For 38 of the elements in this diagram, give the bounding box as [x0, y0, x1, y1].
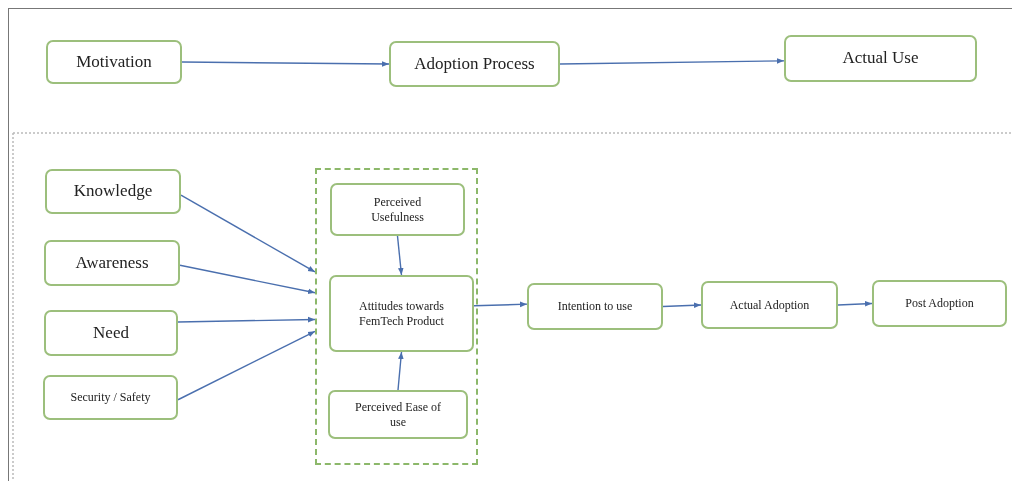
arrow [180, 194, 316, 273]
dashed-group-box [315, 168, 478, 465]
box-label: Perceived Ease of use [354, 400, 442, 429]
arrow [179, 264, 316, 295]
box-label: Perceived Usefulness [370, 195, 425, 224]
box-label: Need [93, 322, 129, 344]
process-box [701, 281, 838, 329]
box-label: Adoption Process [414, 53, 535, 75]
box-label: Intention to use [557, 299, 633, 314]
box-label: Actual Use [842, 48, 919, 69]
box-label: Security / Safety [70, 390, 151, 405]
process-box [44, 240, 180, 286]
process-box [46, 40, 182, 84]
box-label: Knowledge [73, 181, 153, 202]
process-box [45, 169, 181, 214]
process-box [330, 183, 465, 236]
process-box [784, 35, 977, 82]
box-label: Post Adoption [905, 296, 974, 311]
arrow [177, 330, 316, 401]
arrow [473, 301, 528, 308]
process-box [527, 283, 663, 330]
process-box [872, 280, 1007, 327]
arrow [177, 316, 316, 323]
arrow [396, 235, 404, 276]
process-box [329, 275, 474, 352]
process-box [328, 390, 468, 439]
arrow [397, 351, 404, 391]
box-label: Motivation [76, 51, 152, 73]
box-label: Awareness [75, 252, 149, 274]
process-box [44, 310, 178, 356]
arrow [662, 302, 702, 309]
arrow [181, 61, 390, 67]
process-box [389, 41, 560, 87]
box-label: Actual Adoption [729, 297, 810, 313]
arrow [837, 301, 873, 307]
box-label: Attitudes towards FemTech Product [358, 299, 445, 328]
arrow [559, 58, 785, 65]
process-box [43, 375, 178, 420]
